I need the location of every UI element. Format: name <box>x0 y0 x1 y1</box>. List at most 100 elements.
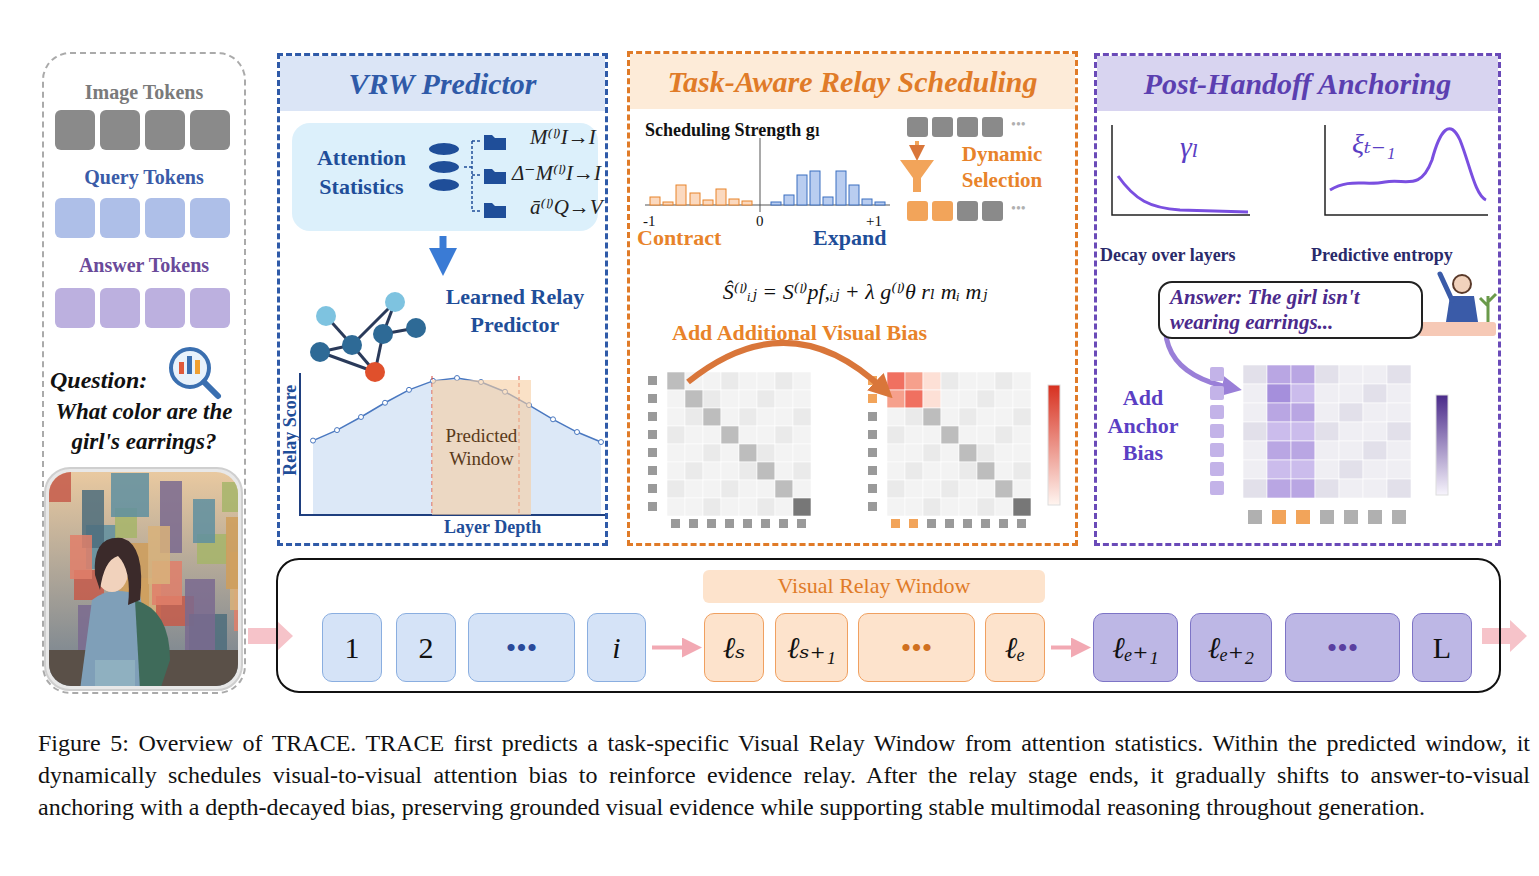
heatmap-cell <box>905 372 923 390</box>
node-text: Answer: The girl isn't wearing earrings.… <box>1160 285 1421 335</box>
panel-text: Image Tokens <box>44 81 244 104</box>
heatmap-cell <box>977 372 995 390</box>
heatmap-cell <box>1013 372 1031 390</box>
relay-point <box>407 387 412 392</box>
heatmap-cell <box>905 480 923 498</box>
network-node <box>406 318 426 338</box>
token-square <box>145 288 185 328</box>
heatmap-cell <box>923 390 941 408</box>
heatmap-cell <box>941 426 959 444</box>
strength-bar <box>810 171 820 205</box>
magnifier-icon <box>179 362 184 374</box>
heatmap-cell <box>1315 403 1339 422</box>
heatmap-cell <box>685 390 703 408</box>
strength-bar <box>716 189 726 205</box>
gamma-curve <box>1118 176 1248 212</box>
heatmap-cell <box>721 480 739 498</box>
layer-box: ℓₛ₊₁ <box>775 613 848 682</box>
row-marker <box>1210 462 1224 476</box>
heatmap-cell <box>775 426 793 444</box>
heatmap-cell <box>1013 426 1031 444</box>
strength-bar <box>784 195 794 205</box>
layer-box: 2 <box>396 613 456 682</box>
heatmap-cell <box>887 480 905 498</box>
col-marker <box>945 519 954 528</box>
heatmap-cell <box>959 462 977 480</box>
heatmap-cell <box>905 462 923 480</box>
figure-label: Dynamic Selection <box>946 141 1058 194</box>
token-square <box>932 117 953 137</box>
folder-icon <box>484 135 506 150</box>
heatmap-cell <box>721 426 739 444</box>
network-node <box>316 306 336 326</box>
col-marker <box>1320 510 1334 524</box>
network-node <box>310 342 330 362</box>
row-marker <box>648 484 657 493</box>
row-marker <box>648 502 657 511</box>
magnifier-icon <box>187 356 192 374</box>
heatmap-cell <box>1315 365 1339 384</box>
heatmap-cell <box>995 372 1013 390</box>
strength-bar <box>650 197 660 205</box>
heatmap-cell <box>721 462 739 480</box>
heatmap-cell <box>1291 384 1315 403</box>
node-text: Visual Relay Window <box>778 573 971 599</box>
col-marker <box>891 519 900 528</box>
row-marker <box>868 466 877 475</box>
heatmap-cell <box>739 480 757 498</box>
node-text: ••• <box>506 630 538 666</box>
heatmap-cell <box>941 408 959 426</box>
heatmap-cell <box>1013 444 1031 462</box>
row-marker <box>1210 405 1224 419</box>
heatmap-cell <box>721 390 739 408</box>
girl-backpack <box>135 600 170 686</box>
heatmap-cell <box>1315 384 1339 403</box>
heatmap-cell <box>685 498 703 516</box>
layer-box: i <box>587 613 646 682</box>
relay-point <box>359 414 364 419</box>
module-panel: Post-Handoff AnchoringAnswer: The girl i… <box>1094 53 1501 546</box>
row-marker <box>648 466 657 475</box>
node-text: ••• <box>901 630 933 666</box>
heatmap-cell <box>1315 422 1339 441</box>
figure-label: Add Additional Visual Bias <box>672 319 927 347</box>
token-square <box>190 198 230 238</box>
girl-hair <box>95 538 141 605</box>
database-disk <box>428 178 460 192</box>
figure-label: Expand <box>813 224 886 252</box>
heatmap-cell <box>1267 384 1291 403</box>
node-text: ℓₑ₊₂ <box>1208 630 1255 666</box>
node-text: ••• <box>1327 630 1359 666</box>
panel-heading: Task-Aware Relay Scheduling <box>630 54 1075 109</box>
heatmap-cell <box>1013 480 1031 498</box>
heatmap-cell <box>1243 422 1267 441</box>
heatmap-cell <box>757 480 775 498</box>
heatmap-cell <box>1363 460 1387 479</box>
network-node <box>365 362 385 382</box>
strength-bar <box>862 199 872 205</box>
heatmap-cell <box>941 390 959 408</box>
heatmap-cell <box>775 444 793 462</box>
heatmap-cell <box>977 462 995 480</box>
token-square <box>190 288 230 328</box>
col-marker <box>779 519 788 528</box>
funnel-icon <box>900 160 934 192</box>
teacher-head <box>1453 275 1471 293</box>
heatmap-cell <box>941 444 959 462</box>
layer-sequence-box <box>277 559 1500 692</box>
heatmap-cell <box>793 444 811 462</box>
figure-label: Δ⁻M⁽ˡ⁾I→I <box>512 160 601 186</box>
heatmap-cell <box>1243 384 1267 403</box>
building-block <box>49 472 71 502</box>
layer-box: ••• <box>1285 613 1400 682</box>
heatmap-cell <box>739 462 757 480</box>
heatmap-cell <box>721 444 739 462</box>
heatmap-cell <box>959 480 977 498</box>
heatmap-cell <box>1387 384 1411 403</box>
row-marker <box>1210 481 1224 495</box>
layer-box: ••• <box>858 613 975 682</box>
panel-heading: Attention Statistics <box>304 143 419 201</box>
col-marker <box>1368 510 1382 524</box>
heatmap-cell <box>995 444 1013 462</box>
token-square <box>957 117 978 137</box>
